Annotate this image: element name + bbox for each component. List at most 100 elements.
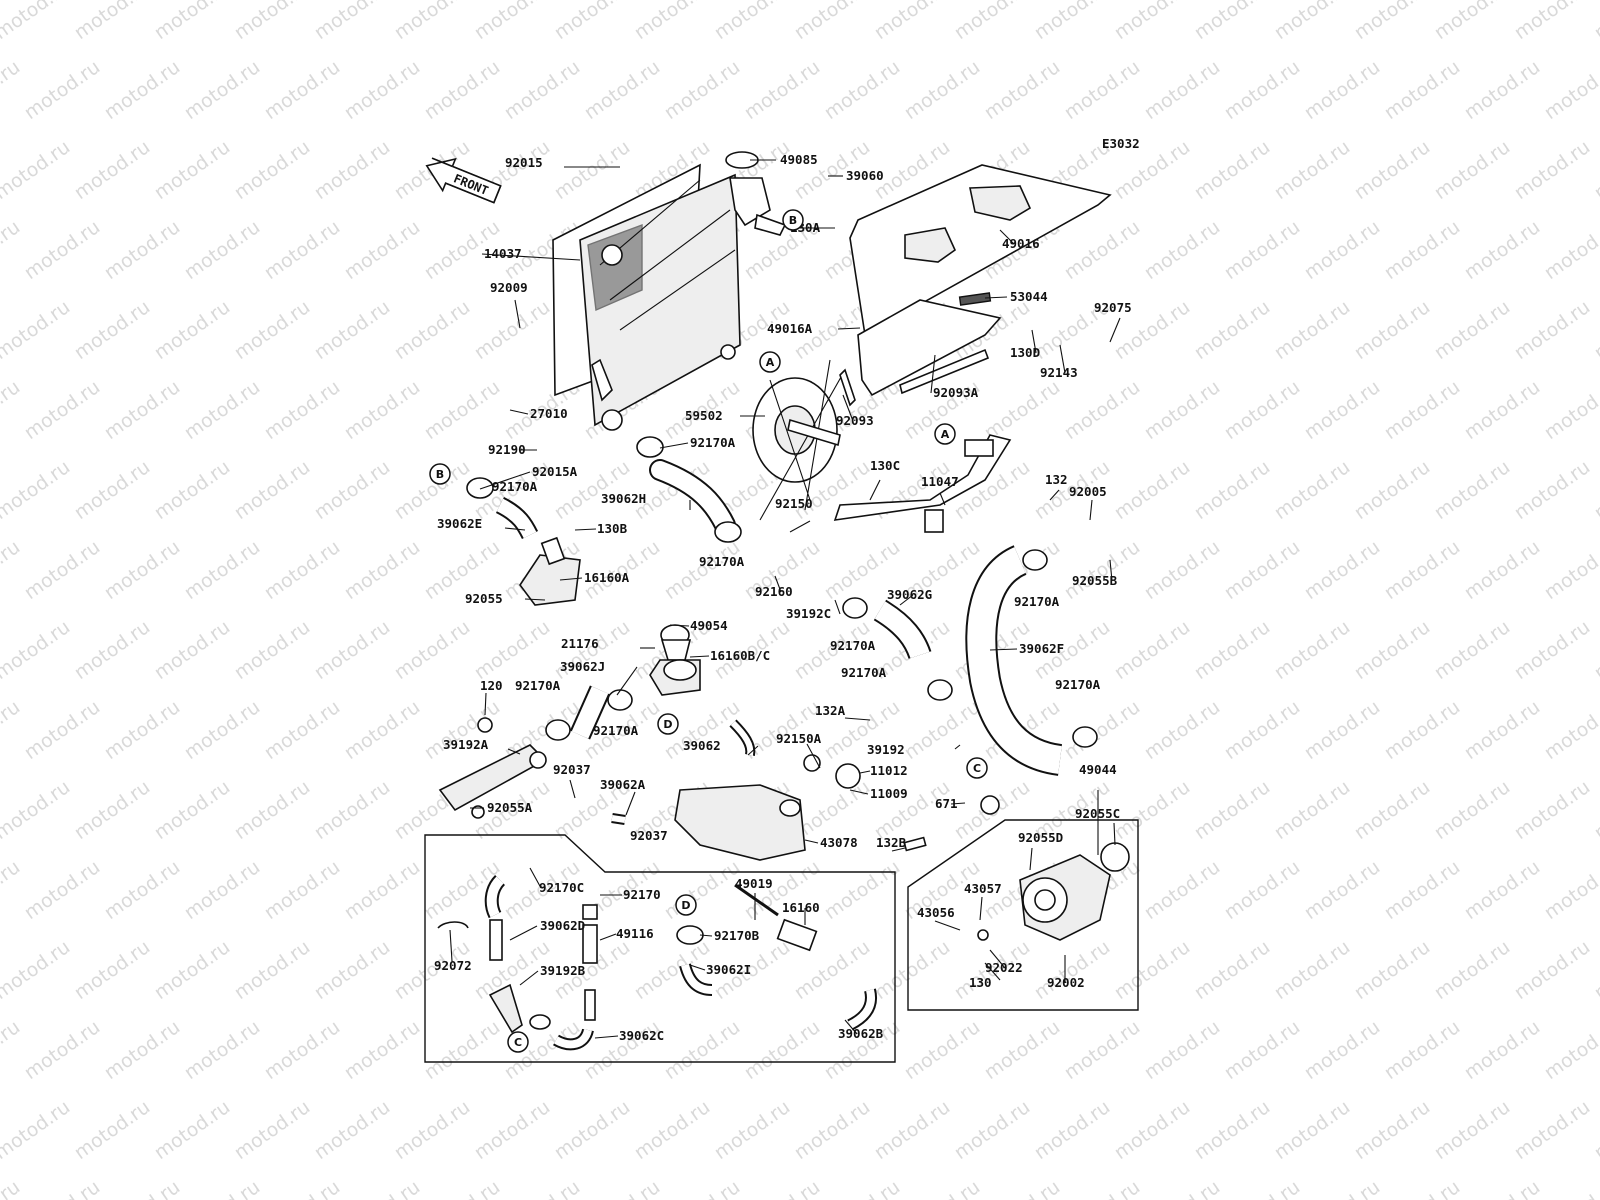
leader-line (934, 920, 961, 931)
watermark-text: motod.ru (660, 856, 744, 924)
watermark-text: motod.ru (1140, 696, 1224, 764)
reference-marker-c: C (966, 757, 988, 779)
part-number-label: 16160A (584, 570, 630, 585)
watermark-text: motod.ru (1270, 936, 1354, 1004)
part-number-label: 92015 (505, 155, 543, 170)
part-number-label: 49085 (780, 152, 818, 167)
watermark-text: motod.ru (1270, 296, 1354, 364)
watermark-text: motod.ru (1220, 536, 1304, 604)
watermark-text: motod.ru (230, 296, 314, 364)
watermark-text: motod.ru (70, 456, 154, 524)
leader-line (999, 229, 1015, 245)
reference-marker-a: A (759, 351, 781, 373)
watermark-text: motod.ru (660, 1176, 744, 1200)
watermark-text: motod.ru (1190, 776, 1274, 844)
watermark-text: motod.ru (1590, 936, 1600, 1004)
leader-line (1031, 329, 1037, 354)
watermark-text: motod.ru (1350, 136, 1434, 204)
watermark-text: motod.ru (70, 136, 154, 204)
watermark-text: motod.ru (550, 136, 634, 204)
watermark-text: motod.ru (1590, 616, 1600, 684)
watermark-text: motod.ru (1380, 1016, 1464, 1084)
watermark-text: motod.ru (1430, 1096, 1514, 1164)
part-number-label: 130D (1010, 345, 1040, 360)
svg-text:C: C (514, 1036, 522, 1049)
part-number-label: 92170 (623, 887, 661, 902)
watermark-text: motod.ru (0, 856, 24, 924)
watermark-text: motod.ru (580, 1016, 664, 1084)
watermark-text: motod.ru (310, 616, 394, 684)
part-number-label: 132B (876, 835, 907, 850)
fan-drawing (752, 359, 846, 521)
watermark-text: motod.ru (740, 1176, 824, 1200)
watermark-text: motod.ru (1540, 1016, 1600, 1084)
watermark-text: motod.ru (1460, 696, 1544, 764)
watermark-text: motod.ru (150, 616, 234, 684)
watermark-text: motod.ru (1190, 936, 1274, 1004)
part-number-label: 39192 (867, 742, 905, 757)
watermark-text: motod.ru (660, 56, 744, 124)
watermark-text: motod.ru (150, 0, 234, 44)
watermark-text: motod.ru (1380, 1176, 1464, 1200)
watermark-text: motod.ru (1350, 456, 1434, 524)
watermark-text: motod.ru (310, 296, 394, 364)
watermark-text: motod.ru (1430, 616, 1514, 684)
leader-line (481, 253, 581, 261)
watermark-text: motod.ru (260, 1016, 344, 1084)
watermark-text: motod.ru (1510, 0, 1594, 44)
watermark-text: motod.ru (820, 856, 904, 924)
watermark-text: motod.ru (70, 1096, 154, 1164)
part-number-label: 39062D (540, 918, 585, 933)
radiator-drawing (552, 163, 741, 431)
watermark-text: motod.ru (1380, 216, 1464, 284)
watermark-text: motod.ru (660, 1016, 744, 1084)
watermark-text: motod.ru (310, 776, 394, 844)
watermark-text: motod.ru (1590, 456, 1600, 524)
part-number-label: 92075 (1094, 300, 1132, 315)
watermark-text: motod.ru (390, 1096, 474, 1164)
part-number-label: 92170A (841, 665, 887, 680)
watermark-text: motod.ru (630, 0, 714, 44)
watermark-text: motod.ru (1590, 0, 1600, 44)
watermark-text: motod.ru (1430, 136, 1514, 204)
bracket-drawing (839, 292, 1002, 407)
leader-line (844, 1019, 858, 1035)
watermark-text: motod.ru (1300, 536, 1384, 604)
watermark-text: motod.ru (1270, 1096, 1354, 1164)
watermark-text: motod.ru (1110, 456, 1194, 524)
watermark-text: motod.ru (980, 1176, 1064, 1200)
watermark-text: motod.ru (870, 0, 954, 44)
watermark-text: motod.ru (150, 456, 234, 524)
leader-line (514, 299, 521, 329)
watermark-text: motod.ru (470, 1096, 554, 1164)
watermark-text: motod.ru (1590, 776, 1600, 844)
watermark-text: motod.ru (230, 136, 314, 204)
leader-line (574, 528, 597, 531)
radiator-cap-drawing (725, 151, 787, 236)
part-number-label: 43078 (820, 835, 858, 850)
watermark-text: motod.ru (1460, 1016, 1544, 1084)
watermark-text: motod.ru (0, 776, 74, 844)
watermark-text: motod.ru (1110, 936, 1194, 1004)
leader-line (979, 896, 983, 921)
part-number-label: 49016 (1002, 236, 1040, 251)
watermark-text: motod.ru (0, 56, 24, 124)
watermark-text: motod.ru (1190, 296, 1274, 364)
watermark-text: motod.ru (1270, 776, 1354, 844)
part-number-label: 16160 (782, 900, 820, 915)
watermark-text: motod.ru (150, 936, 234, 1004)
watermark-text: motod.ru (1540, 216, 1600, 284)
watermark-text: motod.ru (180, 216, 264, 284)
watermark-text: motod.ru (180, 856, 264, 924)
watermark-text: motod.ru (1140, 376, 1224, 444)
watermark-text: motod.ru (900, 1016, 984, 1084)
leader-line (599, 933, 617, 941)
watermark-text: motod.ru (1590, 296, 1600, 364)
watermark-text: motod.ru (1270, 616, 1354, 684)
watermark-text: motod.ru (310, 136, 394, 204)
part-number-label: 120 (480, 678, 503, 693)
watermark-text: motod.ru (1220, 1176, 1304, 1200)
